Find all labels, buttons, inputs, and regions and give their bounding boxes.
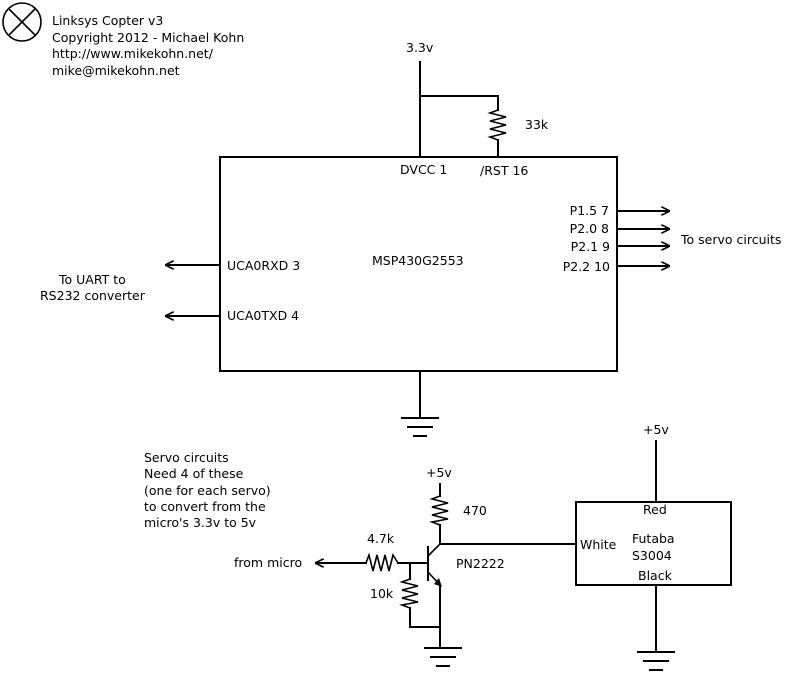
servo-white-label: White — [580, 537, 617, 552]
uart-arrows — [165, 265, 221, 316]
servo-model-line1: Futaba — [632, 531, 675, 546]
pin-dvcc-label: DVCC 1 — [400, 162, 447, 177]
servo-ground-icon — [637, 584, 675, 671]
resistor-33k — [487, 109, 507, 141]
pin-p22-label: P2.2 10 — [563, 259, 610, 274]
pin-rxd-label: UCA0RXD 3 — [227, 258, 300, 273]
note-line-4: to convert from the — [144, 499, 266, 514]
transistor-label: PN2222 — [456, 556, 505, 571]
pin-p15-label: P1.5 7 — [570, 203, 609, 218]
resistor-4k7-label: 4.7k — [367, 531, 395, 546]
uart-label-line2: RS232 converter — [40, 288, 146, 303]
mcu-name-label: MSP430G2553 — [372, 253, 464, 268]
note-line-5: micro's 3.3v to 5v — [144, 515, 257, 530]
uart-label-line1: To UART to — [58, 272, 126, 287]
copyright-text: Copyright 2012 - Michael Kohn — [52, 30, 244, 45]
email-text: mike@mikekohn.net — [52, 63, 180, 78]
resistor-4k7 — [365, 552, 399, 572]
pin-p21-label: P2.1 9 — [571, 239, 610, 254]
pin-p20-label: P2.0 8 — [570, 221, 609, 236]
url-text: http://www.mikekohn.net/ — [52, 46, 214, 61]
resistor-10k — [399, 578, 419, 609]
pin-rst-label: /RST 16 — [480, 163, 528, 178]
to-servo-label: To servo circuits — [680, 232, 781, 247]
servo-box — [575, 501, 732, 586]
supply-3v3-wires — [419, 61, 499, 159]
servo-output-arrows — [616, 211, 670, 266]
transistor-ground-icon — [424, 647, 462, 667]
resistor-33k-label: 33k — [525, 117, 549, 132]
servo-5v-label: +5v — [643, 422, 669, 437]
mcu-ground-icon — [401, 370, 439, 437]
resistor-10k-label: 10k — [370, 586, 394, 601]
servo-red-label: Red — [643, 502, 667, 517]
mcu-box — [219, 156, 618, 372]
servo-black-label: Black — [638, 568, 673, 583]
note-line-2: Need 4 of these — [144, 466, 244, 481]
base-wires — [315, 563, 441, 628]
note-line-3: (one for each servo) — [144, 483, 271, 498]
servo-model-line2: S3004 — [632, 548, 672, 563]
note-line-1: Servo circuits — [144, 450, 229, 465]
transistor-5v-label: +5v — [426, 465, 452, 480]
collector-wires — [439, 483, 577, 545]
pin-txd-label: UCA0TXD 4 — [227, 308, 299, 323]
resistor-470 — [429, 495, 449, 526]
logo-circle-x-icon — [2, 2, 42, 42]
from-micro-label: from micro — [234, 555, 302, 570]
resistor-470-label: 470 — [463, 503, 487, 518]
supply-3v3-label: 3.3v — [406, 40, 434, 55]
title-text: Linksys Copter v3 — [52, 13, 163, 28]
npn-transistor-icon — [427, 543, 442, 649]
